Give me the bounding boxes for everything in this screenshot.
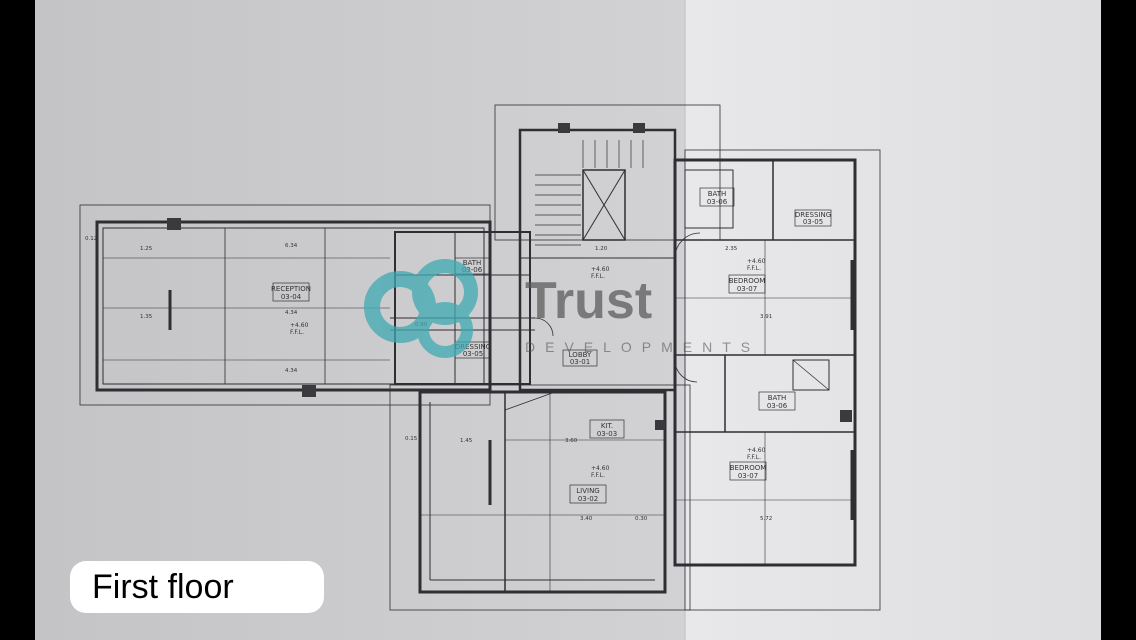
- dim-text: 6.34: [285, 243, 298, 249]
- dim-text: 0.30: [635, 516, 648, 522]
- room-bedroom-1-code: 03-07: [737, 285, 757, 293]
- room-kitchen-code: 03-03: [597, 430, 617, 438]
- dim-text: 3.40: [580, 516, 593, 522]
- dim-text: 0.12: [85, 236, 97, 242]
- trust-watermark: Trust DEVELOPMENTS: [364, 259, 760, 358]
- room-bath-3-name: BATH: [768, 394, 787, 402]
- ffl-marker-living: F.F.L.: [591, 472, 605, 479]
- level-marker-bedroom-2: +4.60: [747, 447, 766, 454]
- dim-text: 1.25: [140, 246, 153, 252]
- dim-text: 2.35: [725, 246, 738, 252]
- watermark-sub: DEVELOPMENTS: [525, 339, 760, 355]
- room-reception-code: 03-04: [281, 293, 302, 301]
- ffl-marker-stair: F.F.L.: [591, 273, 605, 280]
- ffl-marker-bedroom-2: F.F.L.: [747, 454, 761, 461]
- room-living-code: 03-02: [578, 495, 598, 503]
- dim-text: 3.60: [565, 438, 578, 444]
- room-bath-2-name: BATH: [708, 190, 727, 198]
- room-bath-2-code: 03-06: [707, 198, 728, 206]
- room-lobby-name: LOBBY: [569, 351, 592, 359]
- dim-text: 0.15: [405, 436, 418, 442]
- room-living-name: LIVING: [576, 487, 599, 495]
- floor-plan-drawing: RECEPTION 03-04 BATH 03-06 DRESSING 03-0…: [35, 0, 1101, 640]
- paper-right: [685, 0, 1101, 640]
- dim-text: 1.35: [140, 314, 153, 320]
- level-marker-living: +4.60: [591, 465, 610, 472]
- room-kitchen-name: KIT.: [601, 422, 613, 430]
- room-bath-3-code: 03-06: [767, 402, 788, 410]
- trust-logo-mark: [364, 259, 478, 358]
- dim-text: 4.34: [285, 310, 298, 316]
- room-bedroom-1-name: BEDROOM: [729, 277, 766, 285]
- room-reception-name: RECEPTION: [271, 285, 311, 293]
- room-dressing-2-name: DRESSING: [795, 211, 831, 219]
- ffl-marker-bedroom-1: F.F.L.: [747, 265, 761, 272]
- paper-left: [35, 0, 685, 640]
- level-marker-reception: +4.60: [290, 322, 309, 329]
- dim-text: 1.20: [595, 246, 608, 252]
- level-marker-stair: +4.60: [591, 266, 610, 273]
- room-lobby-code: 03-01: [570, 358, 590, 366]
- room-bedroom-2-code: 03-07: [738, 472, 758, 480]
- dim-text: 5.72: [760, 516, 772, 522]
- dim-text: 3.91: [760, 314, 772, 320]
- floor-caption-badge: First floor: [70, 561, 324, 613]
- watermark-name: Trust: [525, 272, 652, 330]
- level-marker-bedroom-1: +4.60: [747, 258, 766, 265]
- room-dressing-1-code: 03-05: [463, 350, 483, 358]
- room-bath-1-name: BATH: [463, 259, 482, 267]
- dim-text: 4.34: [285, 368, 298, 374]
- room-bedroom-2-name: BEDROOM: [730, 464, 767, 472]
- ffl-marker-reception: F.F.L.: [290, 329, 304, 336]
- floor-plan-photo: RECEPTION 03-04 BATH 03-06 DRESSING 03-0…: [35, 0, 1101, 640]
- room-dressing-1-name: DRESSING: [455, 343, 491, 351]
- floor-caption: First floor: [92, 567, 234, 606]
- room-dressing-2-code: 03-05: [803, 218, 823, 226]
- dim-text: 1.45: [460, 438, 473, 444]
- room-bath-1-code: 03-06: [462, 266, 483, 274]
